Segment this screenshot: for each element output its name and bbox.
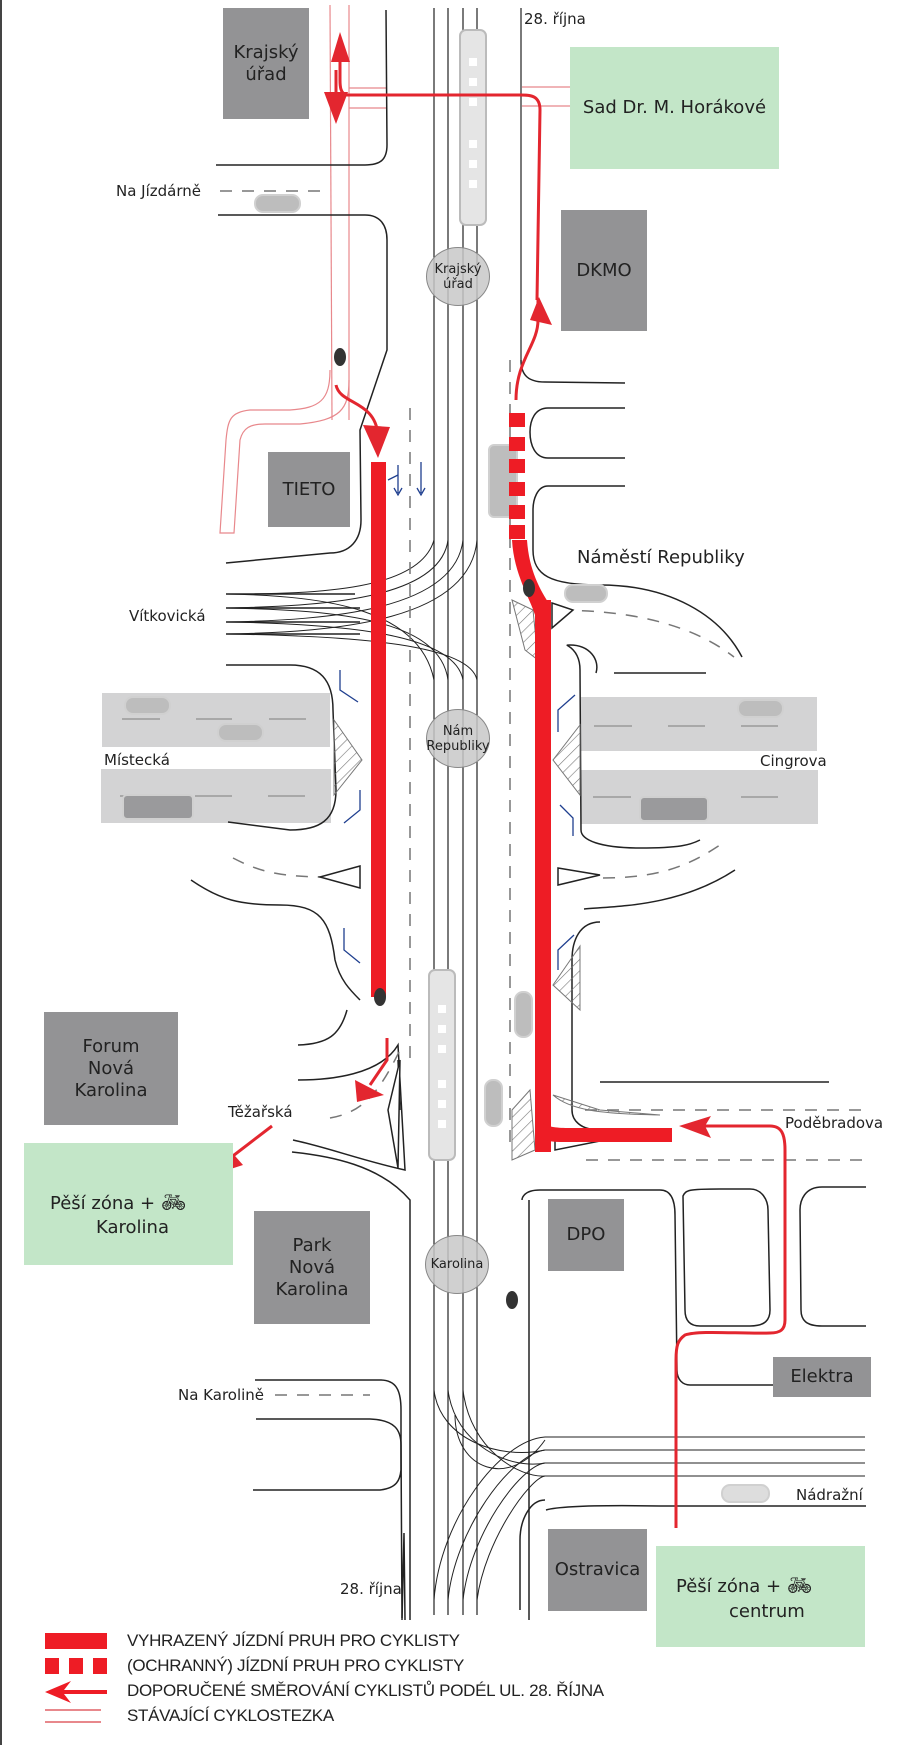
cyclist-icon xyxy=(374,988,386,1006)
cyclist-icons xyxy=(334,348,535,1309)
car xyxy=(217,723,264,742)
zone-label: Sad Dr. M. Horákové xyxy=(582,97,767,118)
legend-label: DOPORUČENÉ SMĚROVÁNÍ CYKLISTŮ PODÉL UL. … xyxy=(127,1680,604,1700)
street-label-nadrazni: Nádražní xyxy=(796,1486,863,1504)
car xyxy=(254,194,301,213)
turn-arrows xyxy=(339,462,576,970)
zone-label-line1: Pěší zóna + 🚲︎ xyxy=(50,1190,187,1214)
right-road-edges xyxy=(519,359,866,1620)
legend-item-protective-lane: (OCHRANNÝ) JÍZDNÍ PRUH PRO CYKLISTY xyxy=(45,1653,604,1678)
legend-label: VYHRAZENÝ JÍZDNÍ PRUH PRO CYKLISTY xyxy=(127,1630,460,1650)
car xyxy=(721,1484,770,1503)
truck xyxy=(122,794,194,820)
solid-lane-symbol xyxy=(45,1631,107,1651)
building-dkmo: DKMO xyxy=(561,210,647,331)
tram-windows xyxy=(438,58,477,1128)
building-label: Elektra xyxy=(790,1366,854,1387)
car xyxy=(484,1079,503,1127)
arrow-up xyxy=(331,32,350,62)
zone-label-line2: centrum xyxy=(729,1601,805,1622)
building-dpo: DPO xyxy=(548,1199,624,1271)
road-edges xyxy=(190,9,411,1621)
arrow-down-left xyxy=(355,1080,384,1102)
street-label-podebradova: Poděbradova xyxy=(785,1114,884,1132)
cyclist-icon xyxy=(334,348,346,366)
zone-label-line2: Karolina xyxy=(96,1217,169,1238)
car xyxy=(514,991,533,1038)
bike-lanes-solid xyxy=(371,462,672,1152)
bicycle-icon: 🚲︎ xyxy=(160,1190,187,1214)
street-label-mistecka: Místecká xyxy=(104,751,170,769)
truck xyxy=(639,796,709,822)
arrow-left-icon xyxy=(45,1680,107,1703)
existing-cycle-path xyxy=(219,4,570,534)
street-label-cingrova: Cingrova xyxy=(760,752,827,770)
building-elektra: Elektra xyxy=(773,1357,871,1397)
dashed-lane-symbol xyxy=(45,1656,107,1676)
car xyxy=(737,699,784,718)
bike-lanes-dashed xyxy=(509,413,525,539)
page-border xyxy=(0,0,2,1745)
zone-pesi-centrum: Pěší zóna + 🚲︎ centrum xyxy=(656,1546,865,1647)
cyclist-icon xyxy=(523,579,535,597)
cyclist-icon xyxy=(506,1291,518,1309)
zone-sad-dr-m-horakove: Sad Dr. M. Horákové xyxy=(570,47,779,169)
bike-lane-podebradova xyxy=(535,1100,672,1142)
building-label: DPO xyxy=(566,1224,606,1245)
street-label-na-jizdarne: Na Jízdárně xyxy=(116,182,201,200)
legend-item-recommended-route: DOPORUČENÉ SMĚROVÁNÍ CYKLISTŮ PODÉL UL. … xyxy=(45,1678,604,1703)
hatched-islands xyxy=(333,599,661,1161)
bike-lane-west xyxy=(371,462,386,997)
zone-pesi-karolina: Pěší zóna + 🚲︎ Karolina xyxy=(24,1143,233,1265)
street-label-na-karoline: Na Karolině xyxy=(178,1386,265,1404)
vehicles xyxy=(122,29,784,1503)
tram-bottom xyxy=(428,969,456,1161)
bike-lane-east xyxy=(535,600,551,1152)
building-label: TIETO xyxy=(282,478,336,500)
building-ostravica: Ostravica xyxy=(548,1529,647,1611)
car xyxy=(124,696,171,715)
double-line-symbol xyxy=(45,1706,107,1726)
traffic-islands xyxy=(317,601,621,1169)
nadrazni-tracks xyxy=(433,1389,865,1601)
legend: VYHRAZENÝ JÍZDNÍ PRUH PRO CYKLISTY (OCHR… xyxy=(45,1628,604,1728)
building-label: DKMO xyxy=(576,259,632,281)
tram-stop-karolina: Karolina xyxy=(425,1235,489,1294)
zone-label-line1: Pěší zóna + 🚲︎ xyxy=(676,1573,813,1597)
legend-item-reserved-lane: VYHRAZENÝ JÍZDNÍ PRUH PRO CYKLISTY xyxy=(45,1628,604,1653)
building-tieto: TIETO xyxy=(268,452,350,527)
street-label-vitkovicka: Vítkovická xyxy=(129,607,206,625)
tram-top xyxy=(459,29,487,226)
arrow-up xyxy=(530,297,552,325)
arrow-left xyxy=(679,1116,711,1138)
legend-label: (OCHRANNÝ) JÍZDNÍ PRUH PRO CYKLISTY xyxy=(127,1655,465,1675)
legend-item-existing-path: STÁVAJÍCÍ CYKLOSTEZKA xyxy=(45,1703,604,1728)
area-label-namesti-republiky: Náměstí Republiky xyxy=(577,547,745,568)
building-label: Ostravica xyxy=(554,1559,641,1580)
street-label-28-rijna-south: 28. října xyxy=(340,1580,402,1598)
legend-label: STÁVAJÍCÍ CYKLOSTEZKA xyxy=(127,1705,334,1725)
street-label-tezarska: Těžařská xyxy=(228,1103,293,1121)
bicycle-icon: 🚲︎ xyxy=(786,1573,813,1597)
car xyxy=(564,584,608,603)
vitkovicka-tracks xyxy=(225,539,478,681)
tram-stop-label: Karolina xyxy=(430,1257,484,1272)
bike-lane-curve xyxy=(512,540,550,615)
arrow-down xyxy=(363,425,390,458)
arrow-down xyxy=(324,92,348,124)
street-label-28-rijna-north: 28. října xyxy=(524,10,586,28)
